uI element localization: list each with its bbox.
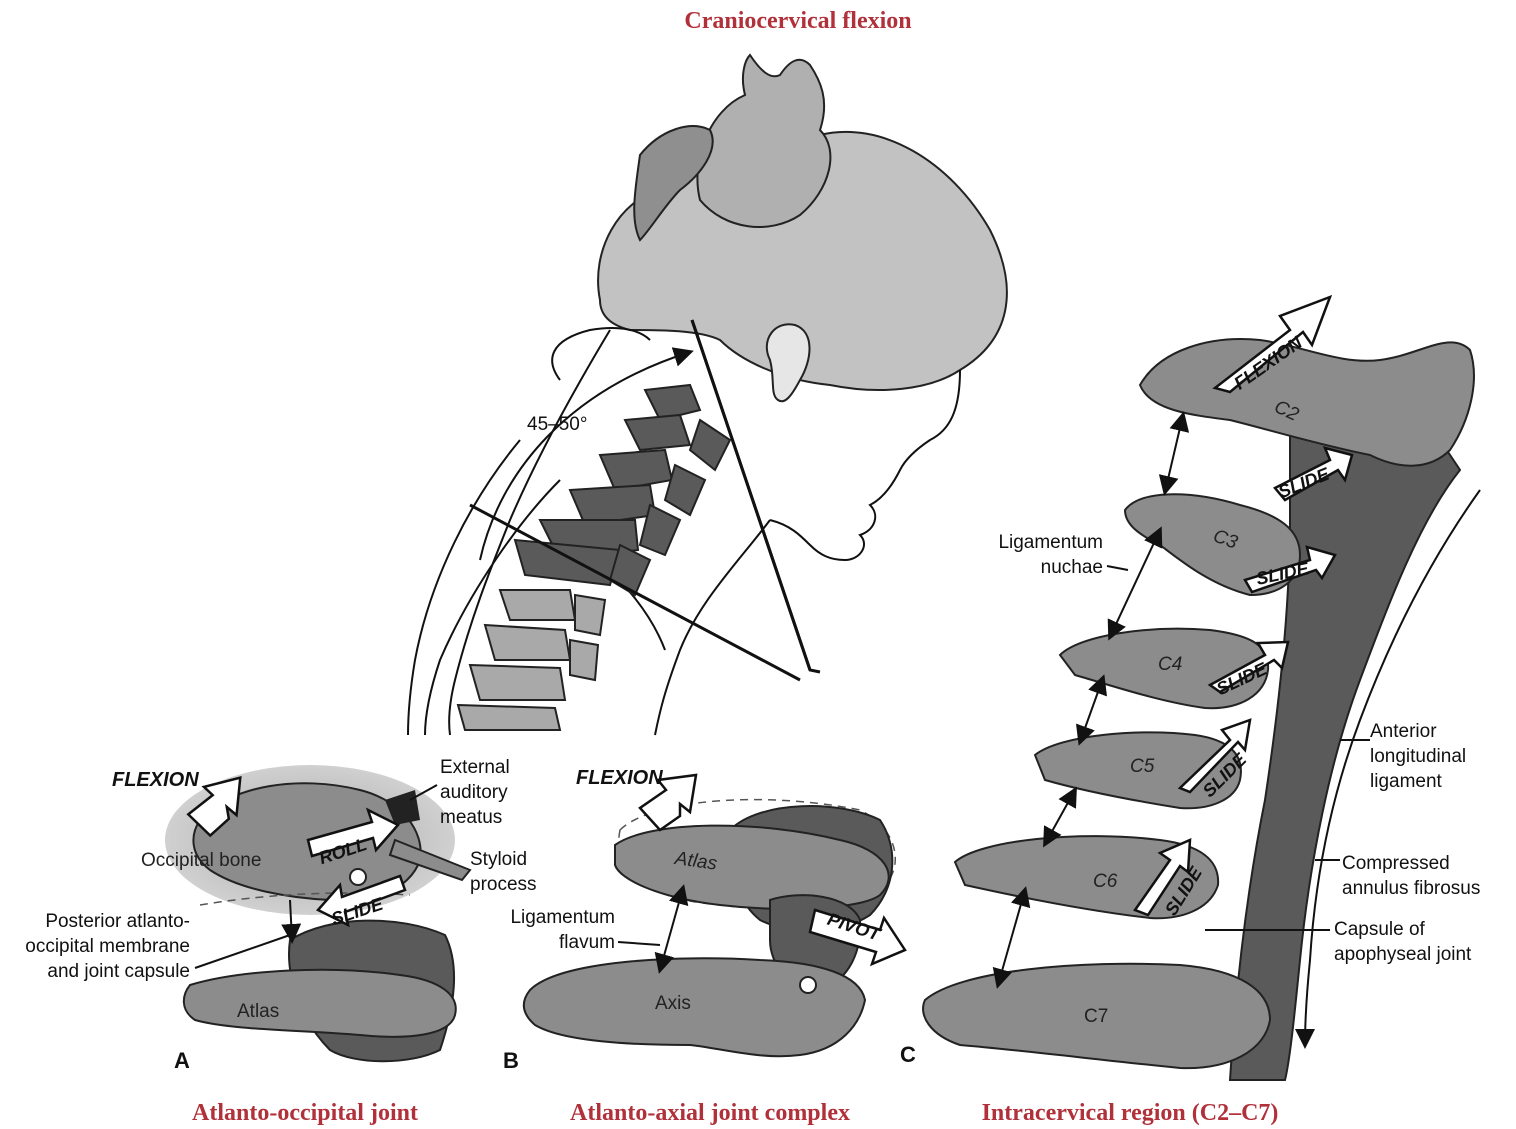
capsule-label-2: apophyseal joint (1334, 944, 1472, 965)
face-outline (770, 370, 960, 560)
joint-axis-b (800, 977, 816, 993)
posterior-label-2: occipital membrane (25, 936, 190, 957)
thoracic-spine (458, 590, 605, 730)
neck-front (655, 520, 770, 735)
anterior-label-1: Anterior (1370, 721, 1437, 742)
posterior-label-1: Posterior atlanto- (45, 911, 190, 932)
ligamentum-flavum-pointer (618, 942, 660, 945)
nuchae-arrow-1 (1165, 415, 1183, 492)
styloid-label-2: process (470, 874, 537, 895)
head-arc (552, 328, 650, 380)
c7-label: C7 (1084, 1006, 1108, 1027)
panel-letter-b: B (503, 1048, 519, 1073)
hair-bun (697, 55, 830, 227)
nuchae-label-1: Ligamentum (998, 532, 1103, 553)
anterior-label-3: ligament (1370, 771, 1443, 792)
panel-c-title: Intracervical region (C2–C7) (982, 1100, 1279, 1126)
lig-flavum-label-1: Ligamentum (510, 907, 615, 928)
vertebral-column (1230, 410, 1460, 1080)
axis-label: Axis (655, 993, 691, 1014)
flexion-label-b: FLEXION (576, 767, 663, 789)
posterior-label-3: and joint capsule (47, 961, 190, 982)
flexion-label-a: FLEXION (112, 769, 199, 791)
c6-label: C6 (1093, 871, 1118, 892)
capsule-label-1: Capsule of (1334, 919, 1426, 940)
nuchae-arrow-2 (1110, 530, 1160, 637)
compressed-label-1: Compressed (1342, 853, 1450, 874)
c5-label: C5 (1130, 756, 1155, 777)
panel-letter-c: C (900, 1042, 916, 1067)
panel-b-title: Atlanto-axial joint complex (570, 1100, 850, 1126)
main-title: Craniocervical flexion (684, 8, 911, 34)
external-label-1: External (440, 757, 510, 778)
c4-label: C4 (1158, 654, 1182, 675)
angle-label: 45–50° (527, 414, 587, 435)
compressed-label-2: annulus fibrosus (1342, 878, 1480, 899)
external-label-3: meatus (440, 807, 502, 828)
panel-c: FLEXION SLIDE SLIDE SLIDE SLIDE SLIDE C2… (900, 297, 1480, 1080)
axis-b (524, 958, 865, 1056)
panel-letter-a: A (174, 1048, 190, 1073)
atlas-a (184, 970, 456, 1037)
anterior-label-2: longitudinal (1370, 746, 1466, 767)
ear (767, 324, 810, 401)
joint-axis-a (350, 869, 366, 885)
external-label-2: auditory (440, 782, 508, 803)
head-illustration: 45–50° (408, 55, 1007, 735)
panel-a-title: Atlanto-occipital joint (192, 1100, 418, 1126)
lig-flavum-label-2: flavum (559, 932, 615, 953)
nuchae-pointer (1107, 566, 1128, 570)
nuchae-arrow-3 (1080, 678, 1103, 742)
atlas-label-a: Atlas (237, 1001, 279, 1022)
styloid-label-1: Styloid (470, 849, 527, 870)
occipital-bone-label: Occipital bone (141, 850, 261, 871)
panel-b: FLEXION Atlas Ligamentum flavum PIVOT Ax… (503, 767, 905, 1073)
panel-a: FLEXION ROLL SLIDE Occipital bone Extern… (25, 757, 536, 1073)
nuchae-label-2: nuchae (1041, 557, 1103, 578)
